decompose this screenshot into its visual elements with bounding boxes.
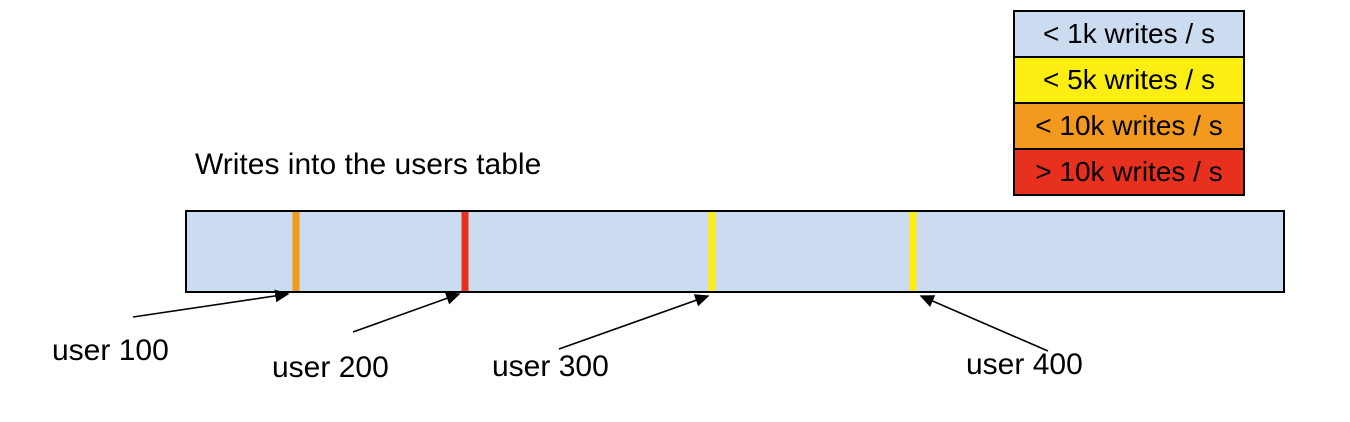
arrow-user-200: [352, 292, 461, 333]
label-user-100: user 100: [52, 334, 169, 367]
legend-label: < 1k writes / s: [1043, 18, 1215, 49]
arrow-user-400: [919, 295, 1049, 352]
stripe-user-100: [292, 212, 299, 291]
diagram-title: Writes into the users table: [195, 148, 542, 181]
legend-item-gt-10k: > 10k writes / s: [1015, 148, 1243, 194]
arrow-user-300: [558, 294, 710, 350]
label-user-200: user 200: [272, 351, 389, 384]
stripe-user-200: [461, 212, 469, 291]
arrow-user-100: [132, 289, 290, 318]
label-user-400: user 400: [966, 348, 1083, 381]
legend-label: < 10k writes / s: [1035, 110, 1223, 141]
label-user-300: user 300: [492, 350, 609, 383]
legend-label: > 10k writes / s: [1035, 156, 1223, 187]
users-table-bar: [185, 210, 1285, 293]
stripe-user-400: [909, 212, 917, 291]
legend-item-lt-10k: < 10k writes / s: [1015, 102, 1243, 148]
legend: < 1k writes / s < 5k writes / s < 10k wr…: [1013, 10, 1245, 196]
stripe-user-300: [708, 212, 716, 291]
legend-item-lt-1k: < 1k writes / s: [1015, 12, 1243, 56]
legend-label: < 5k writes / s: [1043, 64, 1215, 95]
legend-item-lt-5k: < 5k writes / s: [1015, 56, 1243, 102]
